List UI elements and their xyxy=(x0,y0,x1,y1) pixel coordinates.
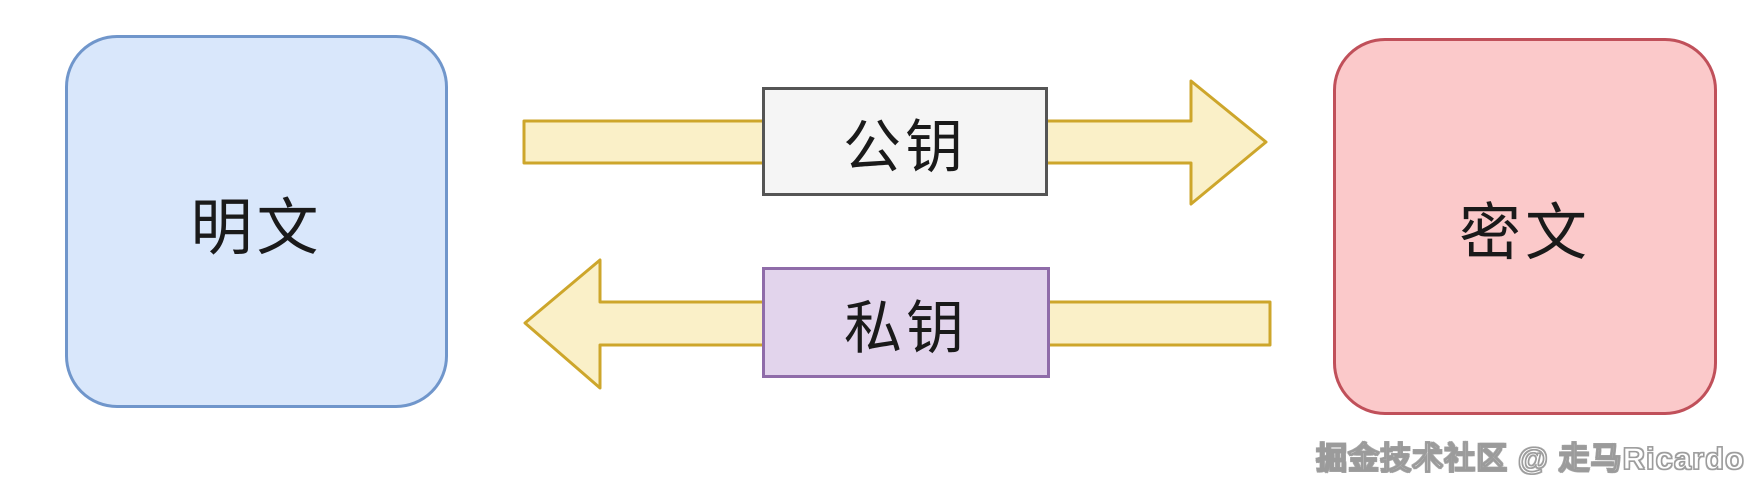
watermark-text: 掘金技术社区 @ 走马Ricardo xyxy=(1316,440,1745,476)
ciphertext-node: 密文 xyxy=(1333,38,1717,415)
private-key-label: 私钥 xyxy=(843,295,968,361)
public-key-label-box: 公钥 xyxy=(762,87,1048,196)
public-key-label: 公钥 xyxy=(842,114,967,180)
ciphertext-label: 密文 xyxy=(1458,198,1591,268)
plaintext-node: 明文 xyxy=(65,35,448,408)
plaintext-label: 明文 xyxy=(190,193,323,263)
private-key-label-box: 私钥 xyxy=(762,267,1050,378)
